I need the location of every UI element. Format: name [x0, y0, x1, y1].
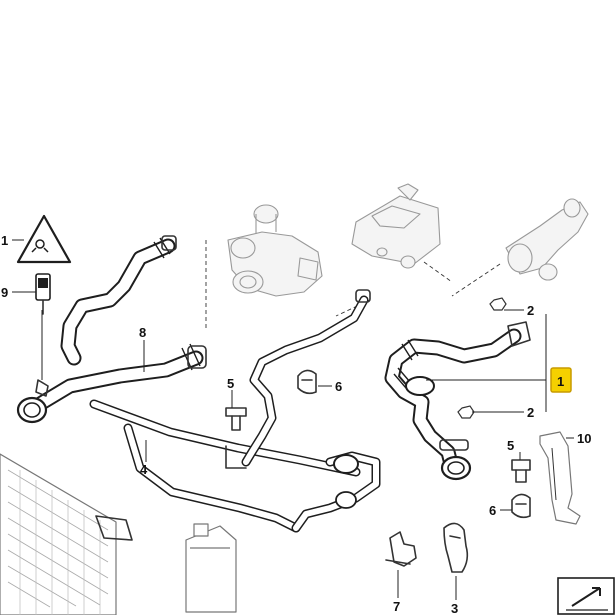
hose-middle-s [241, 289, 371, 467]
expansion-tank [185, 523, 237, 613]
callout-7-clip[interactable]: 7 [393, 599, 400, 614]
selected-part-highlight[interactable] [550, 367, 572, 393]
callout-6-clip-left[interactable]: 6 [335, 379, 342, 394]
callout-4-pipe[interactable]: 4 [140, 462, 148, 477]
bolt-left [225, 407, 247, 431]
callout-3-clip[interactable]: 3 [451, 601, 458, 615]
callout-5-bolt-right[interactable]: 5 [507, 438, 514, 453]
callout-1-hose-selected[interactable]: 1 [557, 374, 564, 389]
radiator [0, 453, 133, 615]
callout-1-warning-label[interactable]: 1 [1, 233, 8, 248]
callout-8-hose[interactable]: 8 [139, 325, 146, 340]
next-page-arrow-icon[interactable] [557, 577, 615, 615]
callout-9-sensor[interactable]: 9 [1, 285, 8, 300]
engine-mount-block [351, 183, 441, 269]
callout-2-nut-bottom[interactable]: 2 [527, 405, 534, 420]
clip-7 [385, 531, 417, 567]
clip-left [297, 369, 317, 395]
callout-2-nut-top[interactable]: 2 [527, 303, 534, 318]
outlet-pipe [505, 198, 589, 281]
reference-lines [205, 240, 501, 330]
hose-clamp-left [16, 379, 49, 424]
callout-10-bracket[interactable]: 10 [577, 431, 591, 446]
thermostat-housing [227, 204, 323, 297]
clip-right [511, 493, 531, 519]
callout-6-clip-right[interactable]: 6 [489, 503, 496, 518]
nut-bottom [457, 405, 475, 419]
hose-bracket [539, 431, 581, 525]
clip-3 [443, 522, 469, 573]
bolt-right [511, 459, 531, 483]
coolant-pipe [89, 399, 361, 533]
hose-lower-center [291, 451, 381, 533]
warning-label-icon [16, 214, 72, 264]
callout-leaders [12, 239, 574, 600]
temperature-sensor [35, 273, 51, 315]
nut-top [489, 297, 507, 311]
radiator-hose-main[interactable] [384, 321, 531, 481]
hose-large-left [32, 235, 207, 412]
callout-5-bolt-left[interactable]: 5 [227, 376, 234, 391]
